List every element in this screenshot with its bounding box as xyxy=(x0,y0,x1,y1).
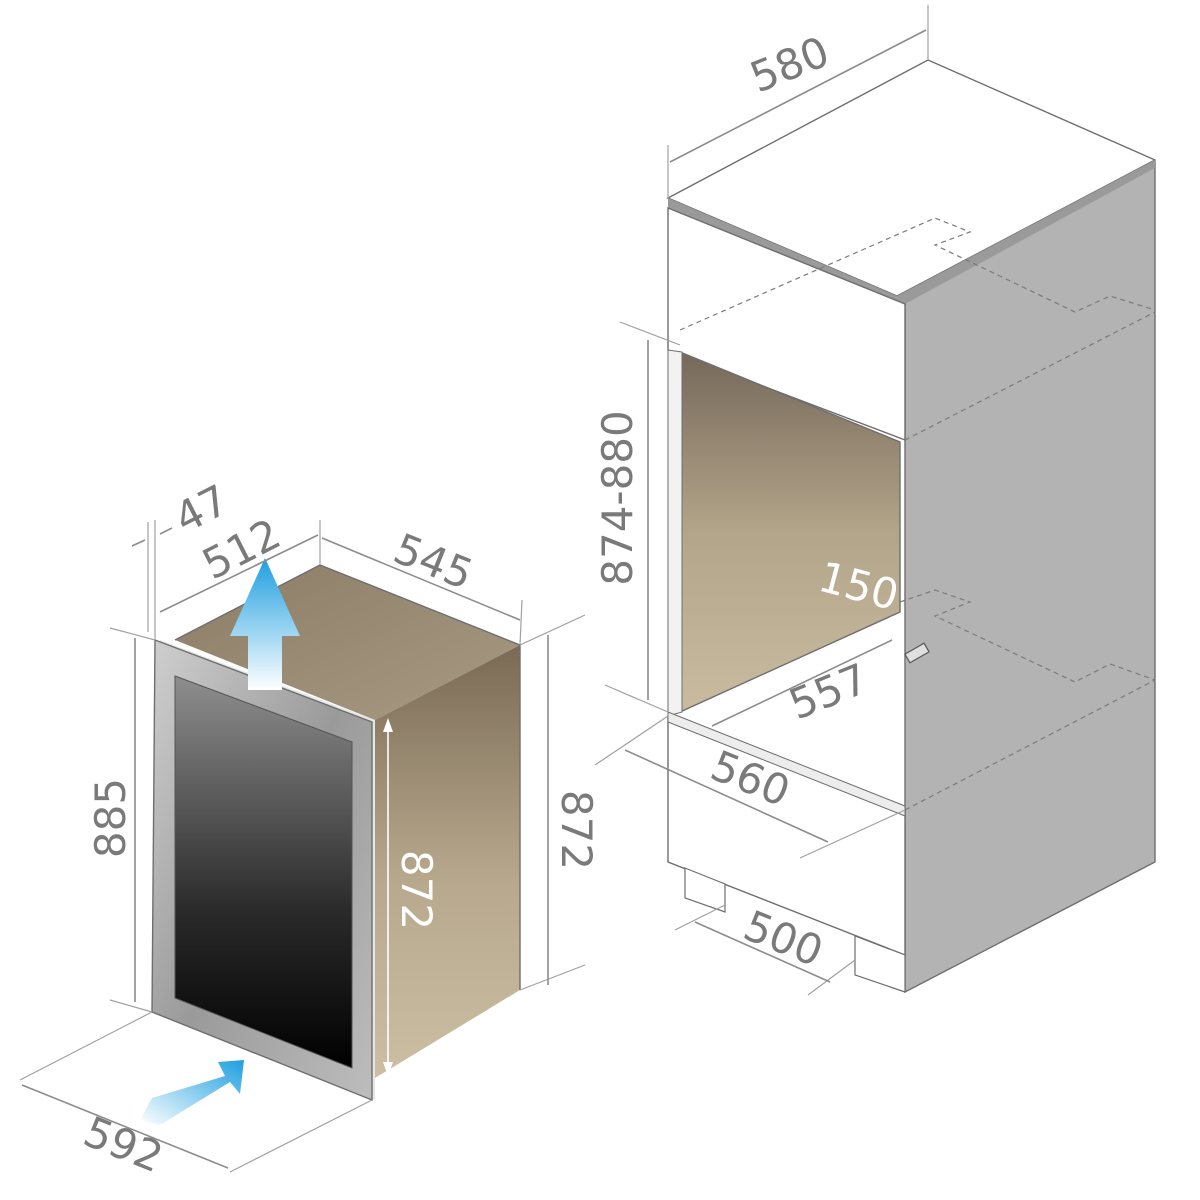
kitchen-cabinet: 580 874-880 150 557 560 500 xyxy=(593,5,1157,996)
cabinet-side-face xyxy=(904,160,1156,994)
wine-cooler: 885 872 872 545 512 47 592 xyxy=(19,475,601,1182)
cabinet-foot-right xyxy=(854,935,906,993)
cabinet-shelf-edge xyxy=(667,711,906,817)
dim-niche-depth: 557 xyxy=(782,654,875,729)
dim-unit-door-height: 885 xyxy=(86,778,135,858)
arrow-diagonal-icon xyxy=(140,1060,244,1125)
cabinet-hinge xyxy=(904,642,930,664)
dim-unit-depth: 545 xyxy=(387,524,480,599)
cabinet-foot-left xyxy=(684,867,726,913)
cooler-side-face xyxy=(375,645,520,1078)
dim-cabinet-width: 580 xyxy=(743,27,836,102)
dim-niche-height: 874-880 xyxy=(593,410,642,586)
dim-unit-body-height-side: 872 xyxy=(552,790,601,870)
cooler-door-glass xyxy=(174,675,353,1069)
cabinet-niche-inner-left xyxy=(667,349,683,717)
dim-unit-body-height-front: 872 xyxy=(392,850,441,930)
arrow-up-icon xyxy=(230,558,300,690)
